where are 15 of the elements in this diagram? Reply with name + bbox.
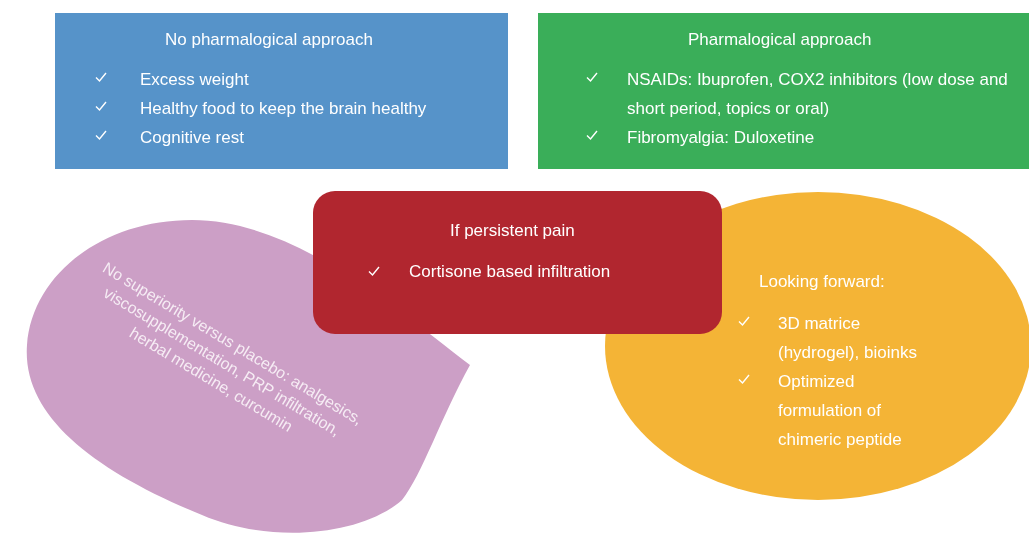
list-item: Healthy food to keep the brain healthy: [140, 98, 428, 120]
list-item: Optimized formulation of chimeric peptide: [778, 371, 903, 451]
list-item: Cortisone based infiltration: [409, 261, 612, 283]
text-box: [55, 13, 508, 169]
list-item: 3D matrice (hydrogel), bioinks: [778, 313, 918, 364]
list-item: Excess weight: [140, 69, 250, 91]
text-box: [538, 13, 1029, 169]
box-heading: If persistent pain: [450, 220, 575, 242]
box-heading: No pharmalogical approach: [165, 29, 373, 51]
list-item: NSAIDs: Ibuprofen, COX2 inhibitors (low dose and short period, topics or oral): [627, 69, 1009, 120]
rounded-box: [313, 191, 722, 334]
box-heading: Pharmalogical approach: [688, 29, 872, 51]
list-item: Cognitive rest: [140, 127, 245, 149]
list-item: Fibromyalgia: Duloxetine: [627, 127, 816, 149]
ellipse-heading: Looking forward:: [759, 271, 885, 293]
